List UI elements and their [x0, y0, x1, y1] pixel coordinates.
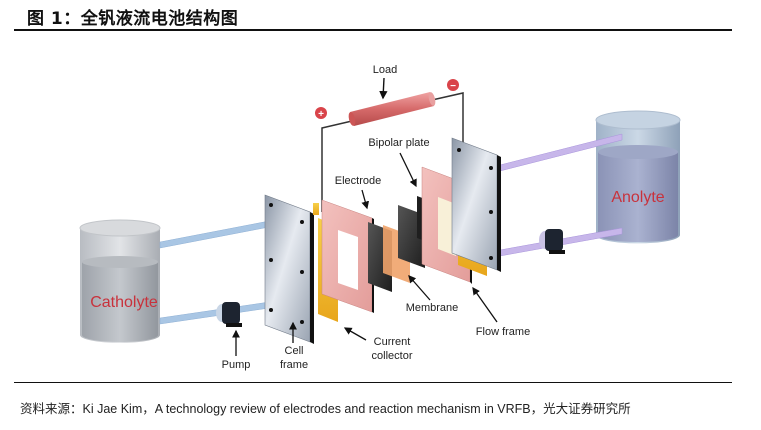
current-collector-label-line2: collector [372, 350, 413, 362]
anolyte-tank: Anolyte [595, 110, 681, 244]
cell-frame-label-line1: Cell [285, 345, 304, 357]
anolyte-label: Anolyte [611, 189, 664, 206]
electrode-label: Electrode [335, 175, 381, 187]
right-cell-frame [451, 137, 501, 272]
left-flow-frame [321, 199, 374, 313]
catholyte-label: Catholyte [90, 294, 158, 311]
negative-terminal-icon: − [447, 79, 459, 92]
membrane-pointer [408, 275, 431, 301]
source-divider [14, 382, 732, 383]
svg-text:−: − [450, 81, 456, 92]
bipolar-plate-pointer [399, 152, 417, 188]
current-collector-label-line1: Current [374, 336, 411, 348]
load-label: Load [373, 64, 397, 76]
svg-text:+: + [318, 109, 324, 120]
external-circuit: + − [315, 77, 464, 212]
flow-frame-pointer [472, 286, 498, 323]
figure-source: 资料来源：Ki Jae Kim，A technology review of e… [20, 402, 631, 416]
cell-frame-label-line2: frame [280, 359, 308, 371]
electrode-pointer [361, 189, 370, 210]
pump-label: Pump [222, 359, 251, 371]
flow-frame-label: Flow frame [476, 326, 530, 338]
catholyte-tank: Catholyte [79, 219, 161, 343]
current-collector-pointer [343, 327, 367, 341]
load-pointer [379, 77, 388, 100]
positive-terminal-icon: + [315, 107, 327, 120]
anolyte-pump [539, 229, 565, 254]
figure-title: 图 1：全钒液流电池结构图 [27, 9, 239, 29]
catholyte-pipes [159, 216, 291, 327]
left-cell-frame [264, 194, 314, 344]
negative-wire [431, 92, 464, 150]
title-divider [14, 29, 732, 31]
catholyte-pump [216, 302, 242, 327]
membrane-label: Membrane [406, 302, 459, 314]
load-resistor [348, 92, 436, 126]
bipolar-plate-label: Bipolar plate [368, 137, 429, 149]
positive-wire [321, 120, 353, 212]
